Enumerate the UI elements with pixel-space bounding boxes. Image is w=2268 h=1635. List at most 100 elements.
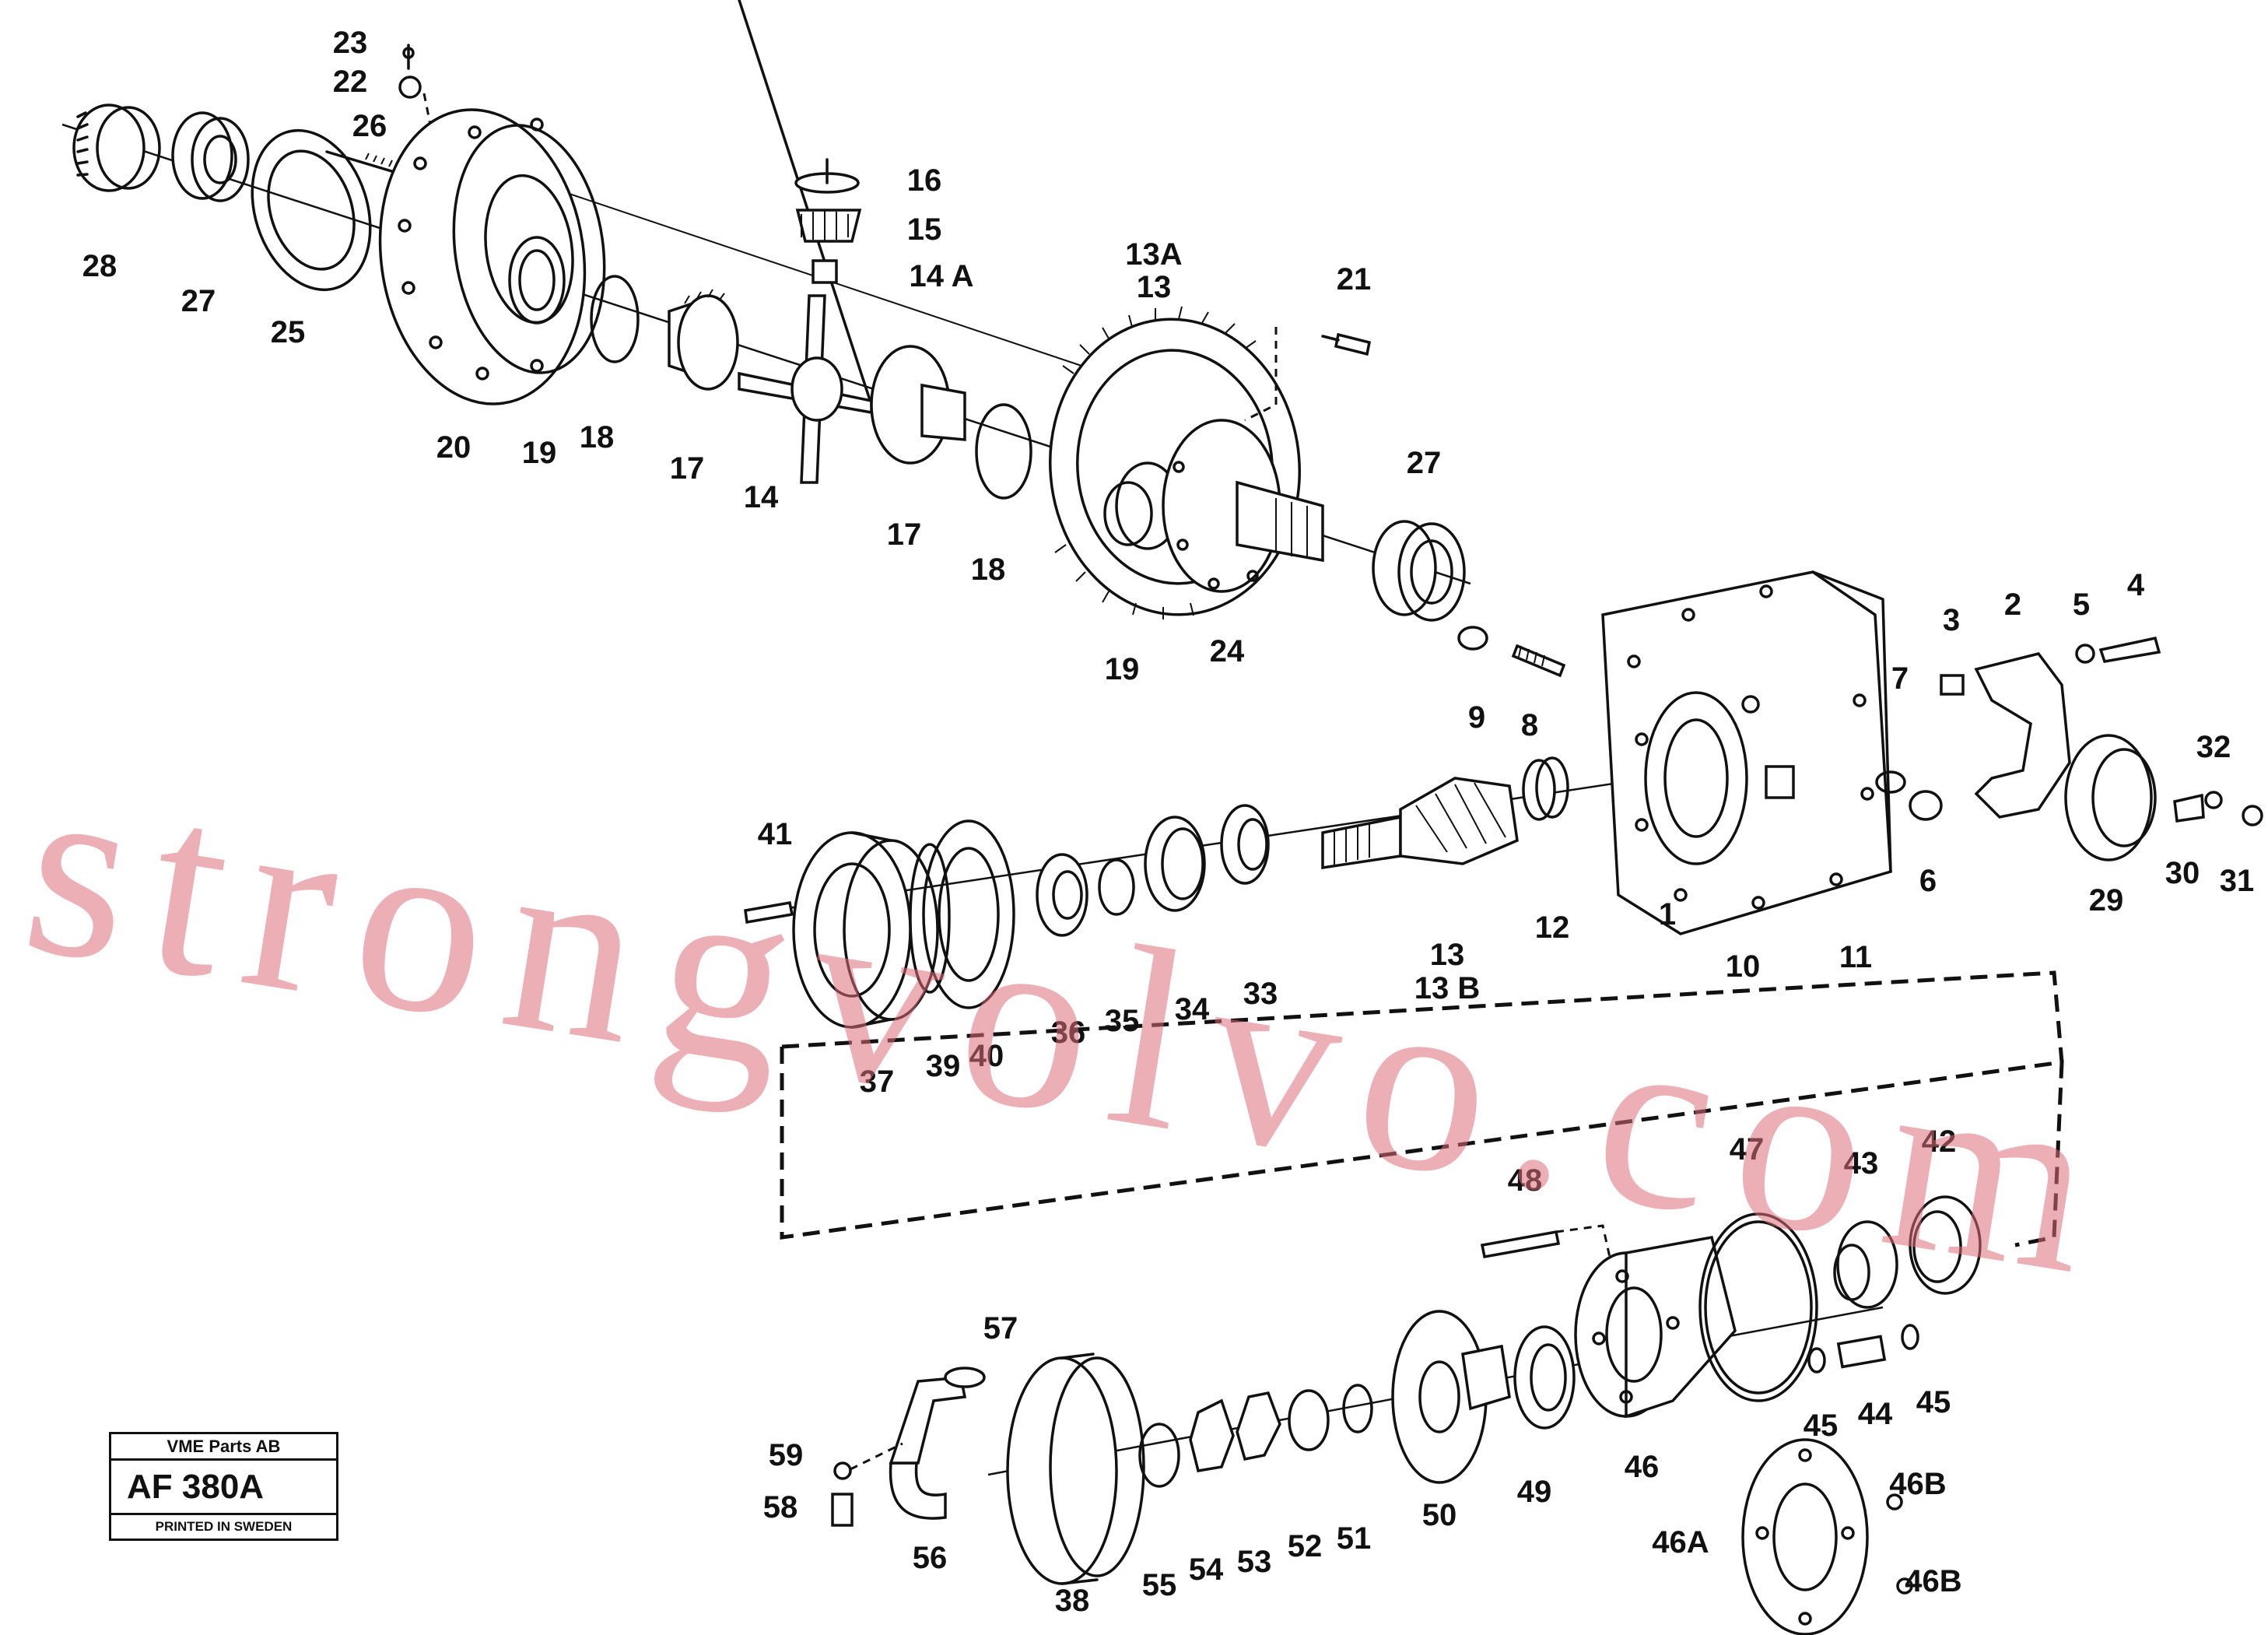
washer-45-right — [1901, 1324, 1919, 1350]
callout-17: 17 — [670, 451, 705, 486]
callout-39: 39 — [926, 1049, 961, 1083]
callout-21: 21 — [1337, 262, 1372, 296]
bolt-41 — [744, 900, 794, 925]
housing-pinion-group — [744, 570, 1892, 1029]
callout-9: 9 — [1468, 700, 1485, 735]
washer-32 — [2204, 791, 2223, 809]
callout-19: 19 — [1105, 652, 1140, 686]
bolt-21 — [1244, 327, 1372, 422]
differential-assembly-group — [61, 0, 1471, 622]
bearing-cap-group — [1875, 636, 2263, 861]
callout-42: 42 — [1922, 1125, 1957, 1159]
callout-27: 27 — [181, 284, 216, 318]
callout-59: 59 — [769, 1438, 804, 1472]
spacer-35 — [1098, 858, 1135, 916]
callout-13b: 13 B — [1414, 971, 1481, 1005]
callout-49: 49 — [1517, 1475, 1552, 1509]
callout-18: 18 — [971, 553, 1006, 587]
pinion-housing-37 — [792, 831, 939, 1029]
callout-37: 37 — [860, 1065, 895, 1099]
bolt-46b-top — [1886, 1493, 1903, 1510]
callout-32: 32 — [2196, 730, 2231, 764]
callout-2: 2 — [2004, 588, 2021, 622]
callout-13a: 13A — [1125, 237, 1182, 272]
callout-4: 4 — [2127, 568, 2145, 602]
bearing-27-left — [171, 111, 250, 202]
callout-24: 24 — [1210, 634, 1245, 668]
bearing-36 — [1036, 853, 1088, 937]
lock-plate-30 — [2173, 793, 2205, 823]
washer-59 — [833, 1461, 852, 1480]
callout-58: 58 — [763, 1490, 798, 1524]
callout-53: 53 — [1237, 1545, 1272, 1579]
callout-51: 51 — [1337, 1521, 1372, 1556]
callout-23: 23 — [333, 26, 368, 60]
callout-3: 3 — [1943, 603, 1960, 637]
callout-5: 5 — [2073, 588, 2090, 622]
callout-40: 40 — [969, 1039, 1004, 1073]
bushing-44 — [1836, 1335, 1887, 1369]
callout-38: 38 — [1055, 1584, 1090, 1618]
callout-35: 35 — [1105, 1004, 1140, 1038]
callout-54: 54 — [1189, 1553, 1224, 1587]
callout-20: 20 — [436, 430, 471, 465]
callout-47: 47 — [1730, 1132, 1765, 1167]
washer-51 — [1342, 1384, 1373, 1433]
side-gear-17-right — [870, 345, 966, 465]
bolt-48 — [1480, 1230, 1561, 1259]
shim-plate-25 — [251, 128, 372, 292]
callout-30: 30 — [2165, 856, 2200, 890]
bearing-cap-2 — [1974, 652, 2071, 819]
callout-18: 18 — [580, 420, 615, 454]
callout-8: 8 — [1521, 708, 1538, 742]
callout-46a: 46A — [1652, 1525, 1709, 1560]
bearing-27-right — [1372, 520, 1466, 622]
dust-shield-38 — [1006, 1353, 1145, 1585]
callout-28: 28 — [82, 249, 117, 283]
callout-10: 10 — [1726, 949, 1761, 984]
adjusting-ring-29 — [2064, 734, 2157, 861]
bearing-cup-34 — [1144, 816, 1206, 912]
thrust-washer-19-left — [508, 236, 566, 325]
callout-25: 25 — [271, 315, 306, 349]
axle-housing-1 — [1601, 570, 1892, 935]
callout-41: 41 — [758, 817, 793, 851]
callout-45: 45 — [1804, 1409, 1839, 1443]
callout-55: 55 — [1142, 1568, 1177, 1602]
drawing-label-box: VME Parts AB AF 380A PRINTED IN SWEDEN — [109, 1432, 338, 1541]
callout-7: 7 — [1891, 661, 1909, 696]
pinion-bearing-33 — [1220, 804, 1270, 885]
company-name: VME Parts AB — [111, 1434, 336, 1461]
callout-13: 13 — [1430, 938, 1465, 972]
bearing-12 — [1522, 756, 1569, 821]
drive-pinion-13 — [1321, 777, 1519, 870]
o-ring-47 — [1698, 1212, 1818, 1402]
stud-26 — [325, 150, 406, 177]
callout-33: 33 — [1243, 977, 1278, 1011]
lock-plate-54 — [1189, 1398, 1235, 1472]
spider-14 — [738, 0, 873, 484]
breather-elbow-56 — [889, 1376, 967, 1520]
washer-7 — [1875, 770, 1906, 794]
callout-26: 26 — [352, 109, 387, 143]
callout-36: 36 — [1051, 1016, 1086, 1050]
lock-washer-53 — [1236, 1391, 1281, 1461]
callout-29: 29 — [2089, 883, 2124, 917]
bearing-cup-42 — [1909, 1195, 1982, 1295]
callout-22: 22 — [333, 65, 368, 99]
callout-43: 43 — [1844, 1146, 1879, 1181]
printed-note: PRINTED IN SWEDEN — [155, 1519, 293, 1534]
callout-46: 46 — [1625, 1450, 1660, 1484]
callout-45: 45 — [1916, 1385, 1951, 1419]
callout-14a: 14 A — [909, 259, 973, 293]
nut-9-stud-8 — [1457, 626, 1566, 678]
callout-52: 52 — [1288, 1529, 1323, 1563]
plug-6 — [1909, 790, 1943, 821]
callout-56: 56 — [913, 1541, 948, 1575]
bearing-43 — [1833, 1220, 1898, 1309]
adjusting-nut-28 — [72, 104, 161, 192]
bushing-3 — [1940, 674, 1965, 696]
